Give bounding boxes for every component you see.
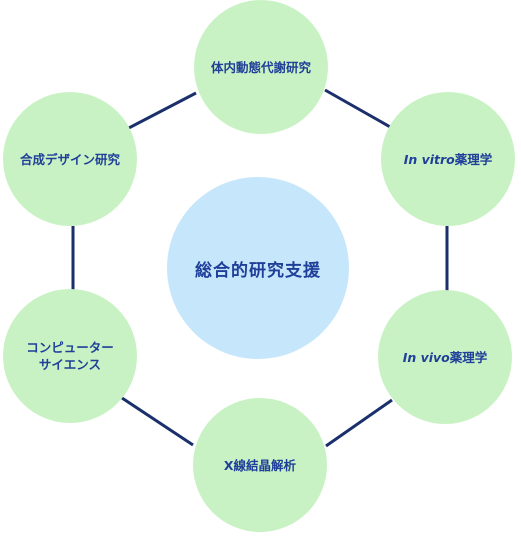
node-in-vitro-suffix: 薬理学 <box>454 151 493 167</box>
node-pharmacokinetics: 体内動態代謝研究 <box>194 0 328 134</box>
node-computer-science-line2: サイエンス <box>38 357 102 372</box>
node-xray-label: X線結晶解析 <box>223 457 297 473</box>
node-in-vivo-suffix: 薬理学 <box>449 349 488 365</box>
node-synthesis-design-label: 合成デザイン研究 <box>19 151 120 167</box>
node-in-vitro-label: In vitro薬理学 <box>404 151 493 168</box>
connector-bottom-lower-left <box>121 396 194 447</box>
node-computer-science-line1: コンピューター <box>26 340 114 355</box>
node-in-vivo-italic: In vivo <box>402 349 450 365</box>
node-in-vivo-pharmacology: In vivo薬理学 <box>378 290 512 424</box>
connector-top-upper-right <box>324 88 393 130</box>
node-in-vivo-label: In vivo薬理学 <box>403 349 488 366</box>
connector-lower-right-bottom <box>325 398 393 448</box>
connector-upper-left-top <box>124 91 197 132</box>
node-xray-crystallography: X線結晶解析 <box>193 398 327 532</box>
node-in-vitro-pharmacology: In vitro薬理学 <box>381 92 515 226</box>
node-computer-science: コンピューター サイエンス <box>3 289 137 423</box>
node-in-vitro-italic: In vitro <box>403 151 455 167</box>
center-node: 総合的研究支援 <box>167 177 349 359</box>
node-synthesis-design: 合成デザイン研究 <box>3 92 137 226</box>
node-pharmacokinetics-label: 体内動態代謝研究 <box>210 59 311 75</box>
center-node-label: 総合的研究支援 <box>195 260 321 281</box>
node-computer-science-label: コンピューター サイエンス <box>26 339 114 373</box>
